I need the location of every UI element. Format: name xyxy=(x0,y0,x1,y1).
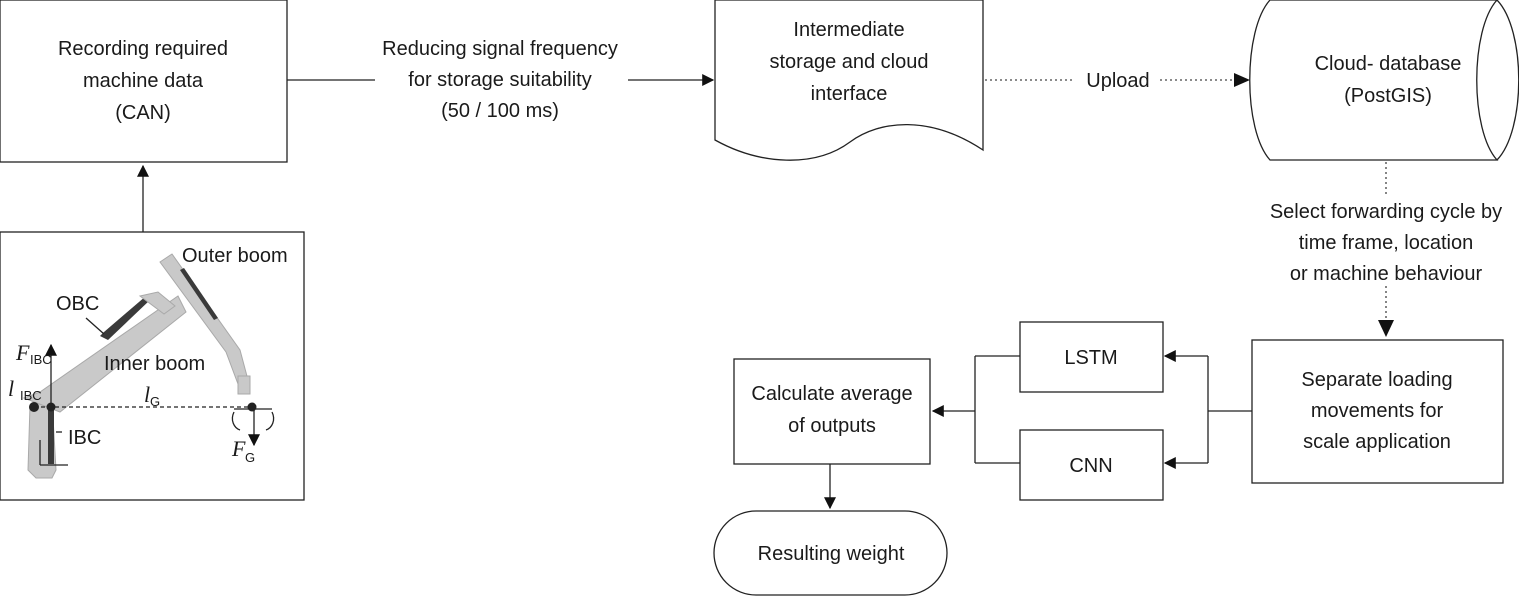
intermediate-line2: storage and cloud xyxy=(769,51,928,73)
ibc-cylinder xyxy=(48,410,54,464)
recording-box: Recording required machine data (CAN) xyxy=(0,0,288,163)
select-label-line2: time frame, location xyxy=(1299,232,1474,254)
select-label-line1: Select forwarding cycle by xyxy=(1270,201,1502,223)
label-inner-boom: Inner boom xyxy=(104,353,205,375)
intermediate-line1: Intermediate xyxy=(793,19,904,41)
cloud-database-cylinder: Cloud- database (PostGIS) xyxy=(1249,0,1519,161)
cnn-label: CNN xyxy=(1069,455,1112,477)
obc-cylinder xyxy=(100,296,150,340)
cnn-box: CNN xyxy=(1019,429,1164,501)
obc-linkage xyxy=(138,291,176,315)
label-f-g: F xyxy=(231,436,246,461)
recording-line1: Recording required xyxy=(58,38,228,60)
separate-line2: movements for xyxy=(1311,400,1444,422)
resulting-weight-terminator: Resulting weight xyxy=(713,510,948,596)
recording-line3: (CAN) xyxy=(115,102,171,124)
edge-split-models xyxy=(1163,350,1252,469)
label-outer-boom: Outer boom xyxy=(182,245,288,267)
intermediate-line3: interface xyxy=(811,83,888,105)
rotator-shape xyxy=(237,375,251,395)
lstm-box: LSTM xyxy=(1019,321,1164,393)
edge-upload: Upload xyxy=(985,70,1250,92)
pivot-ibc xyxy=(29,402,39,412)
cloud-db-line2: (PostGIS) xyxy=(1344,85,1432,107)
separate-line3: scale application xyxy=(1303,431,1451,453)
reduce-label-line1: Reducing signal frequency xyxy=(382,38,618,60)
edge-reduce-frequency: Reducing signal frequency for storage su… xyxy=(287,38,715,122)
recording-line2: machine data xyxy=(83,70,204,92)
reduce-label-line3: (50 / 100 ms) xyxy=(441,100,559,122)
upload-label: Upload xyxy=(1086,70,1149,92)
average-line1: Calculate average xyxy=(751,383,912,405)
lstm-label: LSTM xyxy=(1064,347,1117,369)
average-line2: of outputs xyxy=(788,415,876,437)
select-label-line3: or machine behaviour xyxy=(1290,263,1483,285)
label-f-g-sub: G xyxy=(245,450,255,465)
label-ibc: IBC xyxy=(68,427,101,449)
edge-select-cycle: Select forwarding cycle by time frame, l… xyxy=(1270,162,1502,337)
outer-boom-strip xyxy=(180,268,218,320)
reduce-label-line2: for storage suitability xyxy=(408,69,591,91)
crane-illustration: Outer boom OBC Inner boom IBC F IBC l IB… xyxy=(0,231,305,501)
label-f-ibc-sub: IBC xyxy=(30,352,52,367)
grapple-left-jaw xyxy=(231,411,241,431)
label-l-ibc: l xyxy=(8,376,14,401)
label-obc: OBC xyxy=(56,293,99,315)
pivot-grapple xyxy=(247,402,257,412)
intermediate-storage-document: Intermediate storage and cloud interface xyxy=(714,0,984,161)
edge-merge-models xyxy=(931,355,1020,464)
grapple-right-jaw xyxy=(265,411,275,431)
label-l-g: l xyxy=(144,382,150,407)
separate-loading-box: Separate loading movements for scale app… xyxy=(1251,339,1504,484)
separate-line1: Separate loading xyxy=(1301,369,1452,391)
label-l-ibc-sub: IBC xyxy=(20,388,42,403)
calculate-average-box: Calculate average of outputs xyxy=(733,358,931,465)
label-f-ibc: F xyxy=(15,340,30,365)
pivot-inner xyxy=(46,402,56,412)
label-l-g-sub: G xyxy=(150,394,160,409)
cloud-db-line1: Cloud- database xyxy=(1315,53,1462,75)
result-label: Resulting weight xyxy=(758,543,905,565)
